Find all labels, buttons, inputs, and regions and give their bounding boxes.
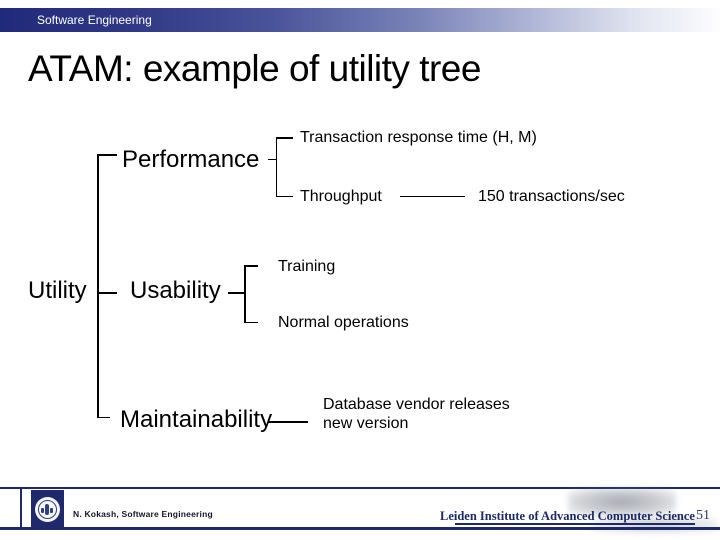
throughput-value-line [400, 195, 465, 197]
tree-root-utility: Utility [28, 277, 87, 304]
database-scenario-line2: new version [323, 415, 409, 432]
logo-seal-detail-right [50, 508, 53, 513]
usability-tick-top [244, 265, 258, 267]
tree-leaf-database-scenario: Database vendor releases new version [323, 395, 510, 433]
performance-connector-dash [268, 158, 277, 160]
footer-left-rule [20, 487, 22, 529]
tree-tick-performance [97, 154, 117, 156]
footer-shadow-smudge [568, 488, 676, 516]
footer-author: N. Kokash, Software Engineering [73, 509, 213, 519]
tree-tick-maintainability [97, 416, 110, 418]
footer-short-rule [455, 523, 695, 525]
tree-leaf-training: Training [278, 258, 336, 275]
usability-tick-bottom [244, 321, 258, 323]
usability-bracket-vertical [244, 265, 246, 323]
footer-bottom-rule [0, 527, 720, 530]
page-title: ATAM: example of utility tree [28, 48, 481, 89]
tree-leaf-transaction-response: Transaction response time (H, M) [300, 129, 537, 146]
tree-node-usability: Usability [130, 277, 221, 304]
logo-seal-icon [35, 497, 60, 522]
logo-seal-figure [45, 504, 49, 515]
performance-tick-bottom [275, 195, 293, 197]
header-banner: Software Engineering [0, 8, 720, 32]
tree-tick-usability [97, 292, 117, 294]
performance-bracket-vertical [275, 137, 277, 197]
course-name: Software Engineering [37, 13, 152, 27]
tree-main-vertical-line [97, 154, 99, 418]
maintainability-scenario-line [268, 421, 308, 423]
tree-leaf-throughput: Throughput [300, 188, 382, 205]
footer-institute: Leiden Institute of Advanced Computer Sc… [440, 509, 695, 523]
tree-leaf-normal-operations: Normal operations [278, 314, 409, 331]
tree-leaf-throughput-value: 150 transactions/sec [478, 188, 625, 205]
usability-connector-dash [228, 292, 245, 294]
leiden-university-logo [31, 490, 64, 529]
logo-seal-ring [38, 500, 57, 519]
performance-tick-top [275, 137, 293, 139]
tree-node-maintainability: Maintainability [120, 406, 273, 433]
tree-node-performance: Performance [122, 146, 260, 173]
slide-page-number: 51 [696, 508, 710, 523]
logo-seal-detail-left [41, 508, 44, 513]
footer-top-rule [0, 487, 720, 489]
database-scenario-line1: Database vendor releases [323, 396, 510, 413]
